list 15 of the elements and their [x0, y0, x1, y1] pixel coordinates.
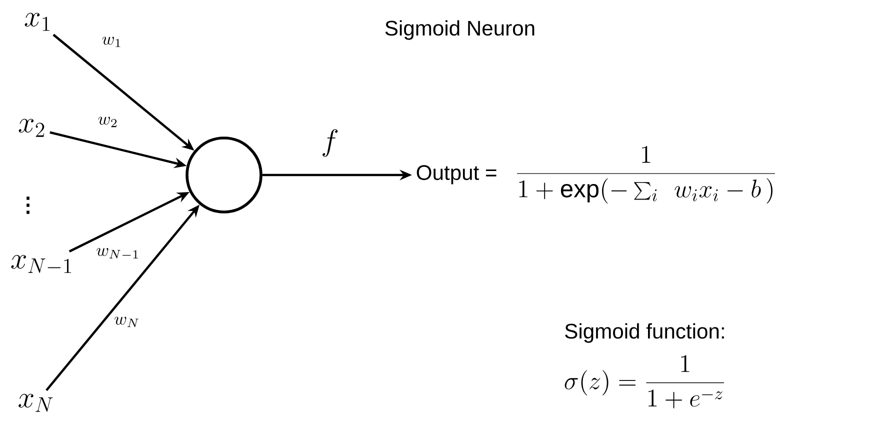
title: Sigmoid Neuron	[385, 20, 534, 40]
formula-text: Output = $\frac{1}{1+\exp(-\sum_i\;\, w_i x_i - b\,)}$	[416, 146, 775, 204]
edge-label: $w_2$	[98, 116, 117, 128]
edge-label: $w_1$	[102, 36, 120, 48]
input-label: $x_2$	[18, 118, 44, 137]
ellipsis-dots: $\vdots$	[26, 196, 30, 214]
edge-label: $f$	[322, 129, 338, 157]
input-label: $x_N$	[18, 394, 53, 412]
input-label: $x_1$	[24, 12, 50, 31]
edge-label: $w_{N-1}$	[96, 248, 138, 258]
formula-text: $\sigma(z) = \frac{1}{1+e^{-z}}$	[564, 355, 724, 408]
edge-label: $w_N$	[114, 316, 138, 328]
caption-text: Sigmoid function:	[565, 323, 724, 343]
neuron-circle	[186, 136, 262, 214]
input-label: $x_{N-1}$	[11, 255, 72, 273]
